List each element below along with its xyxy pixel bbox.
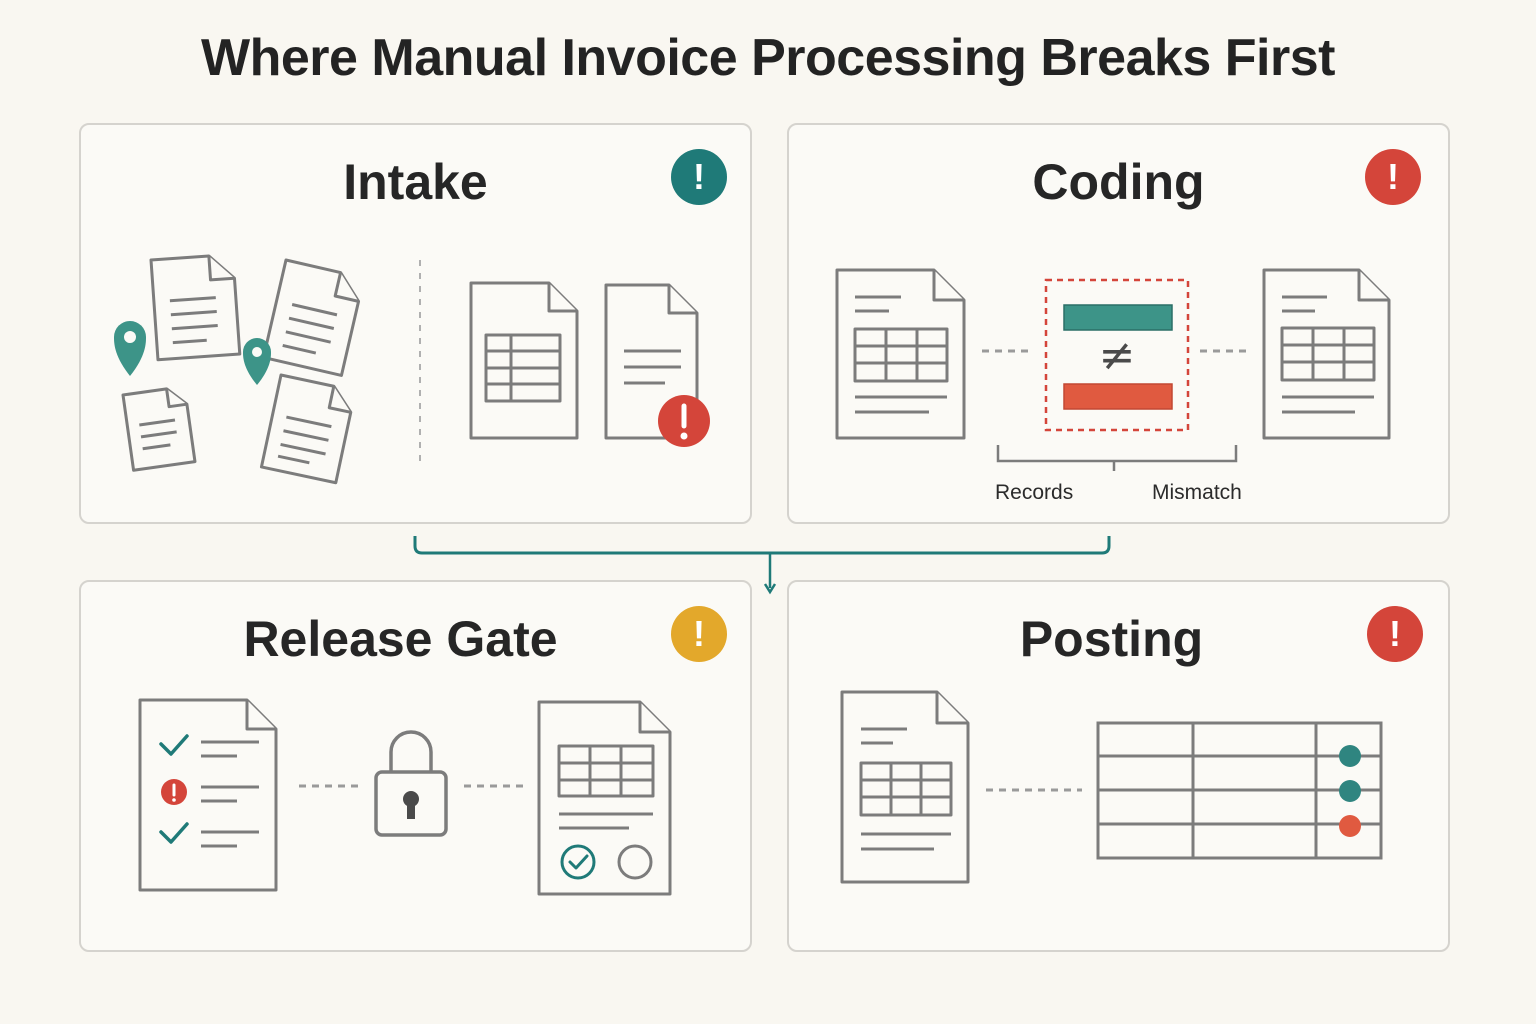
mismatch-label: Mismatch [1152, 481, 1242, 504]
record-bar-mismatch [1063, 383, 1173, 410]
exclamation-icon: ! [1367, 606, 1423, 662]
intake-title: Intake [343, 154, 488, 210]
release-gate-illustration [138, 698, 672, 896]
intake-panel: Intake ! [79, 123, 752, 524]
posting-panel: Posting ! [787, 580, 1450, 952]
release-gate-title: Release Gate [243, 611, 558, 667]
brace [996, 445, 1238, 471]
record-bar-match [1063, 304, 1173, 331]
source-document-icon [835, 268, 966, 440]
coding-illustration: ≠ [835, 268, 1391, 471]
scattered-document-icon [149, 254, 242, 362]
location-pin-icon [114, 321, 146, 376]
target-document-icon [1262, 268, 1391, 440]
scattered-document-icon [259, 373, 353, 485]
error-icon [161, 779, 187, 805]
ledger-table-icon [1096, 721, 1383, 860]
approved-check-icon [560, 844, 596, 880]
exclamation-icon: ! [1365, 149, 1421, 205]
posting-title: Posting [1019, 611, 1204, 667]
error-badge-icon [658, 395, 710, 447]
intake-illustration [114, 254, 710, 485]
ledger-status-dot [1339, 780, 1361, 802]
scattered-document-icon [121, 387, 197, 472]
exclamation-icon: ! [671, 149, 727, 205]
coding-title: Coding [1032, 154, 1205, 210]
records-label: Records [995, 481, 1074, 504]
ledger-status-dot [1339, 745, 1361, 767]
ledger-status-dot [1339, 815, 1361, 837]
check-icon [159, 734, 189, 756]
invoice-document-icon [840, 690, 970, 884]
lock-icon [374, 730, 448, 837]
posting-illustration [840, 690, 1383, 884]
page-title: Where Manual Invoice Processing Breaks F… [201, 29, 1335, 87]
release-gate-panel: Release Gate ! [79, 580, 752, 952]
location-pin-icon [243, 338, 271, 385]
check-icon [159, 822, 189, 844]
checklist-document-icon [138, 698, 278, 892]
not-equal-symbol: ≠ [1099, 330, 1136, 381]
exclamation-icon: ! [671, 606, 727, 662]
coding-panel: Coding ! ≠ Records Mismatch [787, 123, 1450, 524]
table-document-icon [469, 281, 579, 440]
scattered-document-icon [262, 258, 361, 377]
pending-circle-icon [617, 844, 653, 880]
